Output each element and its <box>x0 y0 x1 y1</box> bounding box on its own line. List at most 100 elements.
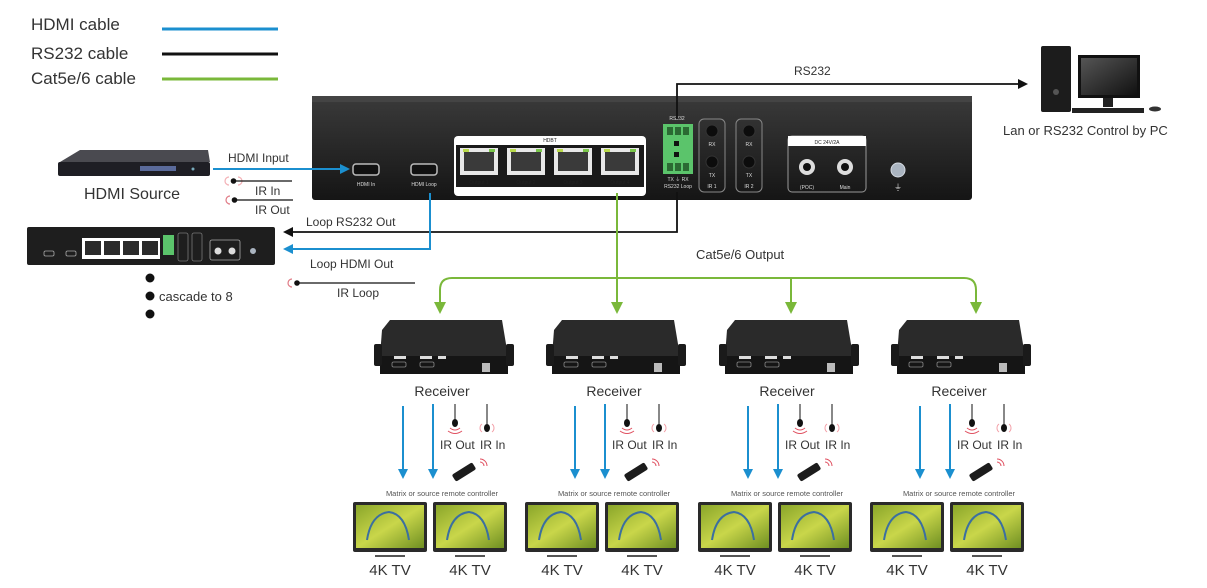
terminal-screw <box>667 127 673 135</box>
receiver-label-strip <box>438 356 446 359</box>
receiver-label-strip <box>420 356 432 359</box>
ir-receiver-icon <box>656 424 662 432</box>
receiver-rj45-port <box>827 363 835 372</box>
loop-rs232-label: Loop RS232 Out <box>306 215 396 229</box>
link-led <box>604 149 610 152</box>
ir-wave-icon <box>1008 423 1012 433</box>
ir-emitter-icon <box>969 419 975 427</box>
ir-wave-icon <box>449 427 461 431</box>
ir2-rx-jack <box>742 124 756 138</box>
rs232-pin-labels: TX ⏚ RX <box>667 176 689 183</box>
remote-control-icon <box>969 463 993 481</box>
cascade-dc-jack <box>214 247 222 255</box>
dc-jack-main-pin <box>841 163 849 171</box>
legend: HDMI cable RS232 cable Cat5e/6 cable <box>31 15 278 88</box>
ir-emitter-icon <box>452 419 458 427</box>
rs232-terminal: RS232 TX ⏚ RX RS232 Loop <box>663 116 693 190</box>
receiver-label-strip <box>937 356 949 359</box>
ir-receiver-icon <box>829 424 835 432</box>
ir2-frame <box>735 118 763 193</box>
receiver-label-strip <box>955 356 963 359</box>
cascade-dot <box>145 273 155 283</box>
ir-wave-icon <box>491 423 495 433</box>
hdmi-source: HDMI Source <box>58 150 210 203</box>
tv-stand <box>375 555 405 557</box>
ir-out-label: IR Out <box>255 203 290 217</box>
receiver-label: Receiver <box>931 383 987 399</box>
receiver-device-icon <box>546 320 686 374</box>
output-label: Output 3 <box>563 180 582 186</box>
ir-out-label: IR Out <box>957 438 992 452</box>
ground-screw: ⏚ <box>890 162 906 192</box>
hdmi-loop-label: HDMI Loop <box>411 182 437 188</box>
legend-item-hdmi: HDMI cable <box>31 15 278 34</box>
terminal-slot <box>674 152 679 157</box>
ir1-tx-jack <box>705 155 719 169</box>
receiver-label-strip <box>566 356 578 359</box>
receiver-label-strip <box>592 356 604 359</box>
keyboard-icon <box>1072 108 1144 113</box>
tv-label: 4K TV <box>714 562 755 579</box>
legend-label-cat: Cat5e/6 cable <box>31 69 136 88</box>
tv-stand <box>892 555 922 557</box>
tv-screen-art <box>963 510 1007 541</box>
loop-hdmi-line <box>283 193 431 254</box>
cascade-dot <box>145 291 155 301</box>
receiver-front <box>380 356 508 374</box>
receiver-label-strip <box>765 356 777 359</box>
ir-in-emitter <box>224 176 292 186</box>
remote-control-icon <box>797 463 821 481</box>
receiver-rj45-port <box>482 363 490 372</box>
hdmi-source-label: HDMI Source <box>84 186 180 203</box>
hdmi-port-icon <box>352 163 380 176</box>
receiver-hdmi-port <box>908 361 924 368</box>
receiver-ir-out <box>792 404 808 434</box>
cascade-hdmi-port <box>43 250 55 257</box>
control-pc: Lan or RS232 Control by PC <box>1003 46 1168 138</box>
receiver-top <box>897 320 1025 356</box>
pc-monitor-stand <box>1103 98 1113 107</box>
receiver-label-strip <box>739 356 751 359</box>
ir-wave-icon <box>479 461 485 467</box>
ground-symbol: ⏚ <box>894 183 902 192</box>
loop-rs232-line <box>283 192 678 237</box>
tv-2: 4K TV <box>950 502 1024 579</box>
terminal-screw <box>675 163 681 171</box>
ir-wave-icon <box>479 423 483 433</box>
receiver-label-strip <box>911 356 923 359</box>
terminal-screw <box>675 127 681 135</box>
ir-out-label: IR Out <box>440 438 475 452</box>
cascade-label: cascade to 8 <box>159 289 233 304</box>
cascade-ir2 <box>191 232 203 262</box>
remote-body <box>624 463 648 481</box>
act-led <box>583 149 589 152</box>
ir-wave-icon <box>225 195 231 205</box>
receiver-label: Receiver <box>586 383 642 399</box>
rj45-socket <box>464 152 494 171</box>
ir-out-emitter <box>225 195 293 205</box>
receiver-top <box>552 320 680 356</box>
dc-jack-poc-pin <box>803 163 811 171</box>
ir-wave-icon <box>792 430 808 434</box>
cascade-rj45-port <box>85 241 101 255</box>
ir-wave-icon <box>996 458 1005 467</box>
cascade-ir1 <box>177 232 189 262</box>
receiver-rj45-port <box>654 363 662 372</box>
output-label: Output 4 <box>610 180 629 186</box>
rs232-loop-label: RS232 Loop <box>664 184 692 190</box>
power-poc-label: (POC) <box>800 185 815 191</box>
cascade-ground-screw <box>250 248 256 254</box>
tv-screen-art <box>883 510 927 541</box>
output-label: Output 1 <box>469 180 488 186</box>
pc-screen <box>1081 58 1137 95</box>
ir1-ports: RX TX IR 1 <box>698 118 726 193</box>
tv-1: 4K TV <box>353 502 427 579</box>
ir-wave-icon <box>966 427 978 431</box>
receiver-ir-in <box>996 404 1012 433</box>
tv-1: 4K TV <box>870 502 944 579</box>
ir-loop-label: IR Loop <box>337 286 379 300</box>
receiver-ir-in <box>651 404 667 433</box>
